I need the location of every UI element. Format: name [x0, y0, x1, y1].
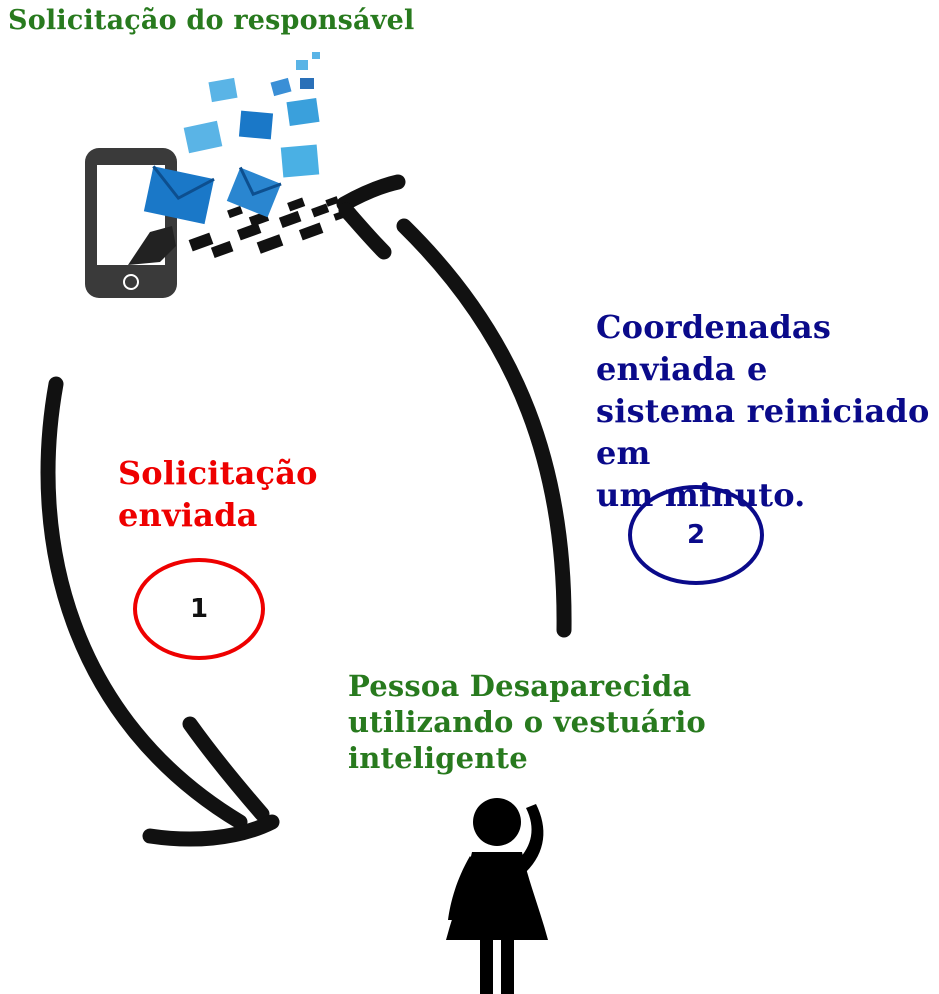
step-1-number: 1 [189, 594, 209, 624]
step-2-badge: 2 [628, 485, 764, 585]
data-stream-icon [188, 196, 348, 259]
step-1-badge: 1 [133, 558, 265, 660]
requester-label: Solicitação do responsável [8, 5, 415, 36]
coordinates-sent-label: Coordenadas enviada e sistema reiniciado… [596, 308, 930, 514]
envelope-icon [143, 52, 320, 225]
request-sent-label: Solicitação enviada [118, 454, 318, 534]
step-2-number: 2 [686, 520, 706, 550]
cycle-arrow-icon [40, 174, 572, 847]
person-icon [446, 798, 548, 994]
missing-person-label: Pessoa Desaparecida utilizando o vestuár… [348, 669, 706, 775]
